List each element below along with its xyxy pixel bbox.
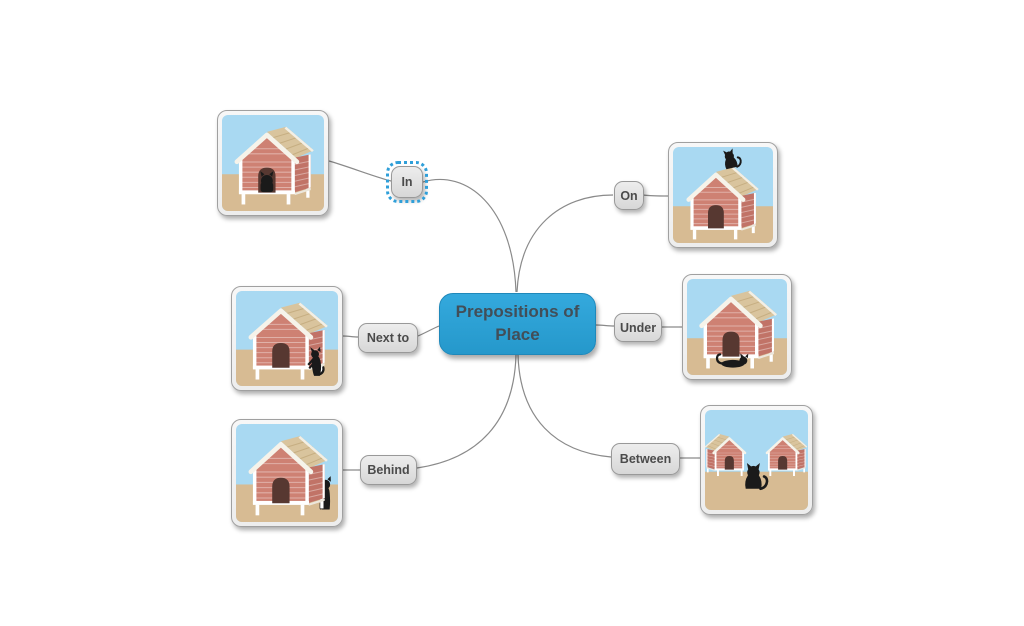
connection-in-root xyxy=(422,178,517,293)
branch-label-between: Between xyxy=(619,452,672,466)
cat-icon xyxy=(723,148,742,170)
cat-between-doghouses-illustration xyxy=(705,410,808,510)
doghouse-icon xyxy=(765,433,808,477)
branch-label-on: On xyxy=(620,188,638,203)
root-node-label: Prepositions of Place xyxy=(455,302,580,344)
connection-nextto-image xyxy=(342,335,359,338)
connection-in-image xyxy=(328,160,392,182)
image-node-on[interactable] xyxy=(668,142,778,248)
image-node-between[interactable] xyxy=(700,405,813,515)
cat-icon xyxy=(715,353,749,368)
doghouse-icon xyxy=(248,435,328,516)
connection-root-under xyxy=(595,324,615,327)
branch-label-behind: Behind xyxy=(367,463,410,477)
connection-root-behind xyxy=(416,354,517,469)
doghouse-icon xyxy=(699,290,777,369)
doghouse-icon xyxy=(248,302,328,380)
branch-node-between[interactable]: Between xyxy=(611,443,680,475)
branch-node-under[interactable]: Under xyxy=(614,313,662,342)
connection-root-between xyxy=(517,354,612,458)
image-node-in[interactable] xyxy=(217,110,329,216)
cat-on-doghouse-illustration xyxy=(673,147,773,243)
connection-nextto-root xyxy=(417,325,440,337)
connection-on-image xyxy=(642,194,669,197)
image-node-under[interactable] xyxy=(682,274,792,380)
connection-root-on xyxy=(516,194,614,293)
branch-label-in: In xyxy=(401,175,413,189)
branch-node-on[interactable]: On xyxy=(614,181,644,210)
doghouse-icon xyxy=(234,126,314,205)
cat-icon xyxy=(307,346,325,376)
branch-label-under: Under xyxy=(619,320,657,335)
branch-node-in[interactable]: In xyxy=(386,161,428,203)
branch-label-next-to: Next to xyxy=(366,331,410,345)
cat-behind-doghouse-illustration xyxy=(236,424,338,522)
cat-next-to-doghouse-illustration xyxy=(236,291,338,386)
cat-icon xyxy=(260,171,274,193)
image-node-behind[interactable] xyxy=(231,419,343,527)
branch-node-next-to[interactable]: Next to xyxy=(358,323,418,353)
doghouse-icon xyxy=(686,167,759,240)
doghouse-icon xyxy=(705,433,747,477)
cat-under-doghouse-illustration xyxy=(687,279,787,375)
branch-node-behind[interactable]: Behind xyxy=(360,455,417,485)
image-node-next-to[interactable] xyxy=(231,286,343,391)
cat-icon xyxy=(745,463,769,491)
root-node[interactable]: Prepositions of Place xyxy=(439,293,596,355)
cat-in-doghouse-illustration xyxy=(222,115,324,211)
